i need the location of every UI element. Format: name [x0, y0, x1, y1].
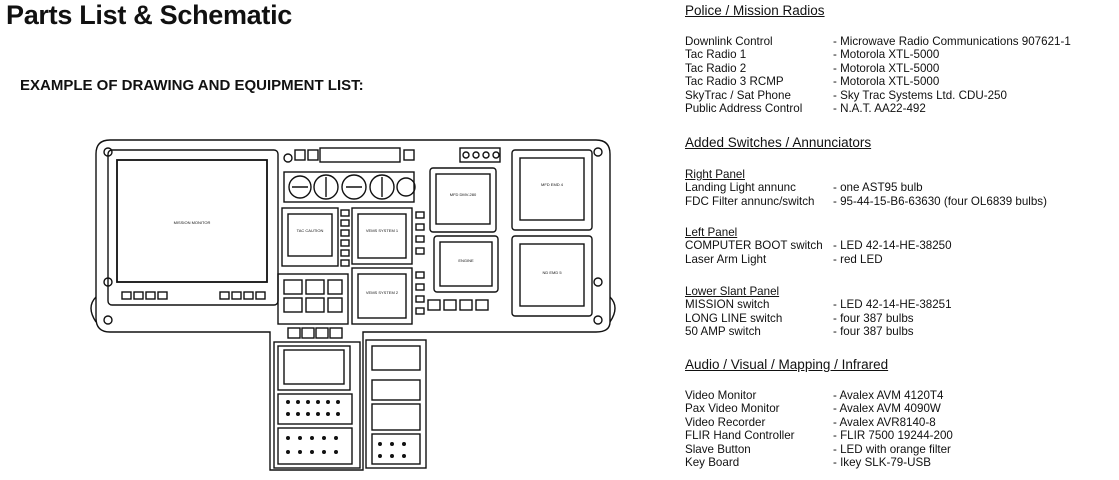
list-item: FDC Filter annunc/switch- 95-44-15-B6-63… [685, 194, 1047, 208]
police-radios-heading: Police / Mission Radios [685, 3, 825, 18]
mfd-right-label: MFD EMD 4 [541, 182, 564, 187]
audio-list: Video Monitor- Avalex AVM 4120T4 Pax Vid… [685, 389, 1115, 469]
list-item: Tac Radio 3 RCMP- Motorola XTL-5000 [685, 75, 940, 89]
list-item: Video Recorder- Avalex AVR8140-8 [685, 415, 936, 429]
vems2-label: VEMS SYSTEM 2 [366, 290, 399, 295]
lower-panel-heading: Lower Slant Panel [685, 285, 780, 298]
list-item: Video Monitor- Avalex AVM 4120T4 [685, 389, 944, 402]
large-monitor-label: MISSION MONITOR [174, 220, 211, 225]
list-item: Laser Arm Light- red LED [685, 252, 883, 266]
list-item: COMPUTER BOOT switch- LED 42-14-HE-38250 [685, 239, 952, 253]
list-item: 50 AMP switch- four 387 bulbs [685, 325, 914, 339]
list-item: Key Board- Ikey SLK-79-USB [685, 456, 931, 470]
engine-display-label: ENGINE [458, 258, 474, 263]
list-item: Public Address Control- N.A.T. AA22-492 [685, 102, 926, 116]
list-item: Downlink Control- Microwave Radio Commun… [685, 35, 1071, 48]
police-radios-section: Police / Mission Radios [685, 3, 1115, 18]
left-panel-heading: Left Panel [685, 226, 738, 239]
tac-caution-label: TAC CAUTION [297, 228, 324, 233]
list-item: Pax Video Monitor- Avalex AVM 4090W [685, 402, 941, 416]
list-item: Tac Radio 1- Motorola XTL-5000 [685, 48, 940, 62]
police-radios-list: Downlink Control- Microwave Radio Commun… [685, 35, 1115, 115]
page-title: Parts List & Schematic [6, 0, 293, 30]
switches-section: Added Switches / Annunciators [685, 135, 1115, 150]
list-item: MISSION switch- LED 42-14-HE-38251 [685, 298, 952, 312]
list-item: Slave Button- LED with orange filter [685, 442, 951, 456]
audio-heading: Audio / Visual / Mapping / Infrared [685, 357, 889, 372]
audio-section: Audio / Visual / Mapping / Infrared [685, 357, 1115, 372]
list-item: Landing Light annunc- one AST95 bulb [685, 181, 923, 195]
list-item: LONG LINE switch- four 387 bulbs [685, 311, 914, 325]
instrument-panel-drawing: MISSION MONITOR TAC CAUTION VEMS SYSTEM … [90, 139, 616, 471]
list-item: FLIR Hand Controller- FLIR 7500 19244-20… [685, 429, 953, 443]
vems1-label: VEMS SYSTEM 1 [366, 228, 399, 233]
mfd-multi-label: MFD DMV-280 [450, 192, 477, 197]
list-item: SkyTrac / Sat Phone- Sky Trac Systems Lt… [685, 88, 1007, 102]
lower-panel-group: Lower Slant Panel MISSION switch- LED 42… [685, 285, 1115, 339]
list-item: Tac Radio 2- Motorola XTL-5000 [685, 61, 940, 75]
right-panel-heading: Right Panel [685, 168, 745, 181]
nav-display-label: ND EMD 5 [542, 270, 562, 275]
drawing-subtitle: EXAMPLE OF DRAWING AND EQUIPMENT LIST: [20, 77, 364, 94]
right-panel-group: Right Panel Landing Light annunc- one AS… [685, 168, 1115, 208]
switches-heading: Added Switches / Annunciators [685, 135, 872, 150]
left-panel-group: Left Panel COMPUTER BOOT switch- LED 42-… [685, 226, 1115, 266]
